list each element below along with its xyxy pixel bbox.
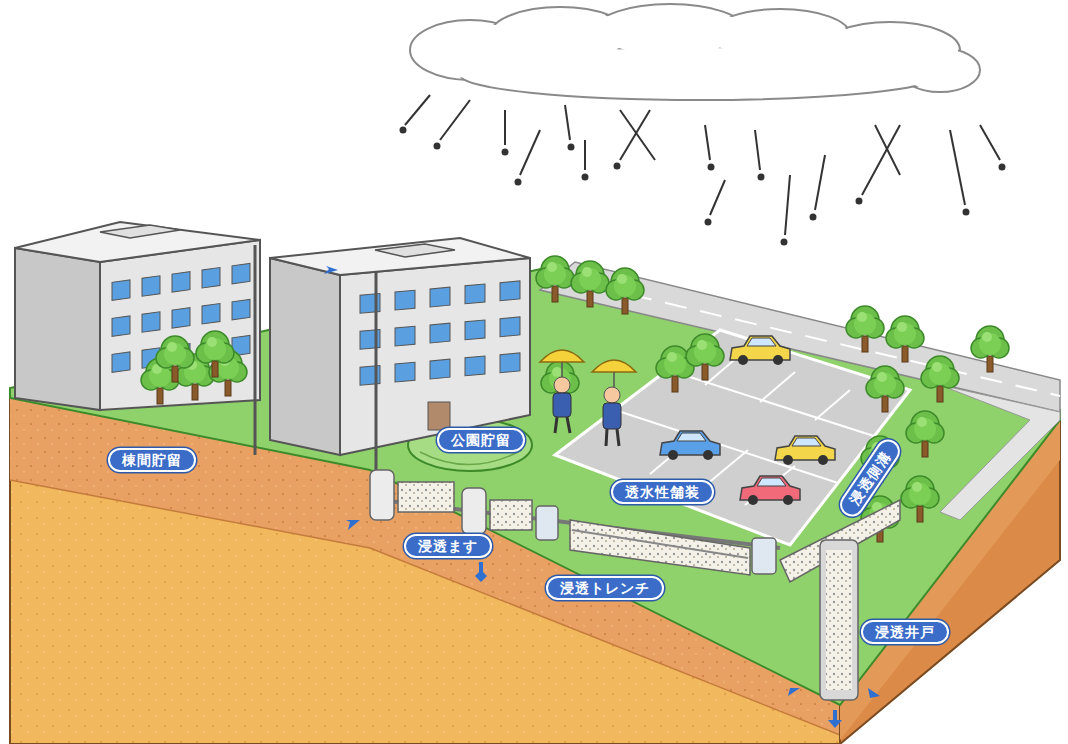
label-pill: 浸透トレンチ bbox=[546, 576, 664, 600]
label-text: 棟間貯留 bbox=[122, 451, 182, 469]
ground-block bbox=[10, 268, 1060, 744]
label-pill: 透水性舗装 bbox=[611, 480, 714, 504]
rain-drops bbox=[401, 95, 1005, 245]
trees bbox=[141, 256, 1009, 542]
label-text: 透水性舗装 bbox=[625, 483, 700, 501]
label-text: 浸透井戸 bbox=[875, 623, 935, 641]
rain-cloud bbox=[410, 4, 980, 100]
label-text: 浸透ます bbox=[418, 537, 478, 555]
label-pill: 浸透井戸 bbox=[861, 620, 949, 644]
label-text: 浸透トレンチ bbox=[560, 579, 650, 597]
label-text: 浸透側溝 bbox=[846, 448, 894, 508]
underground-facilities bbox=[370, 470, 900, 700]
children bbox=[540, 350, 636, 446]
building bbox=[270, 238, 530, 470]
label-pill: 公園貯留 bbox=[437, 428, 525, 452]
flow-arrows bbox=[324, 266, 880, 728]
permeable-paving bbox=[555, 330, 910, 545]
label-pill: 浸透ます bbox=[404, 534, 492, 558]
label-text: 公園貯留 bbox=[451, 431, 511, 449]
building bbox=[15, 222, 260, 455]
label-pill: 浸透側溝 bbox=[835, 435, 904, 521]
label-pill: 棟間貯留 bbox=[108, 448, 196, 472]
